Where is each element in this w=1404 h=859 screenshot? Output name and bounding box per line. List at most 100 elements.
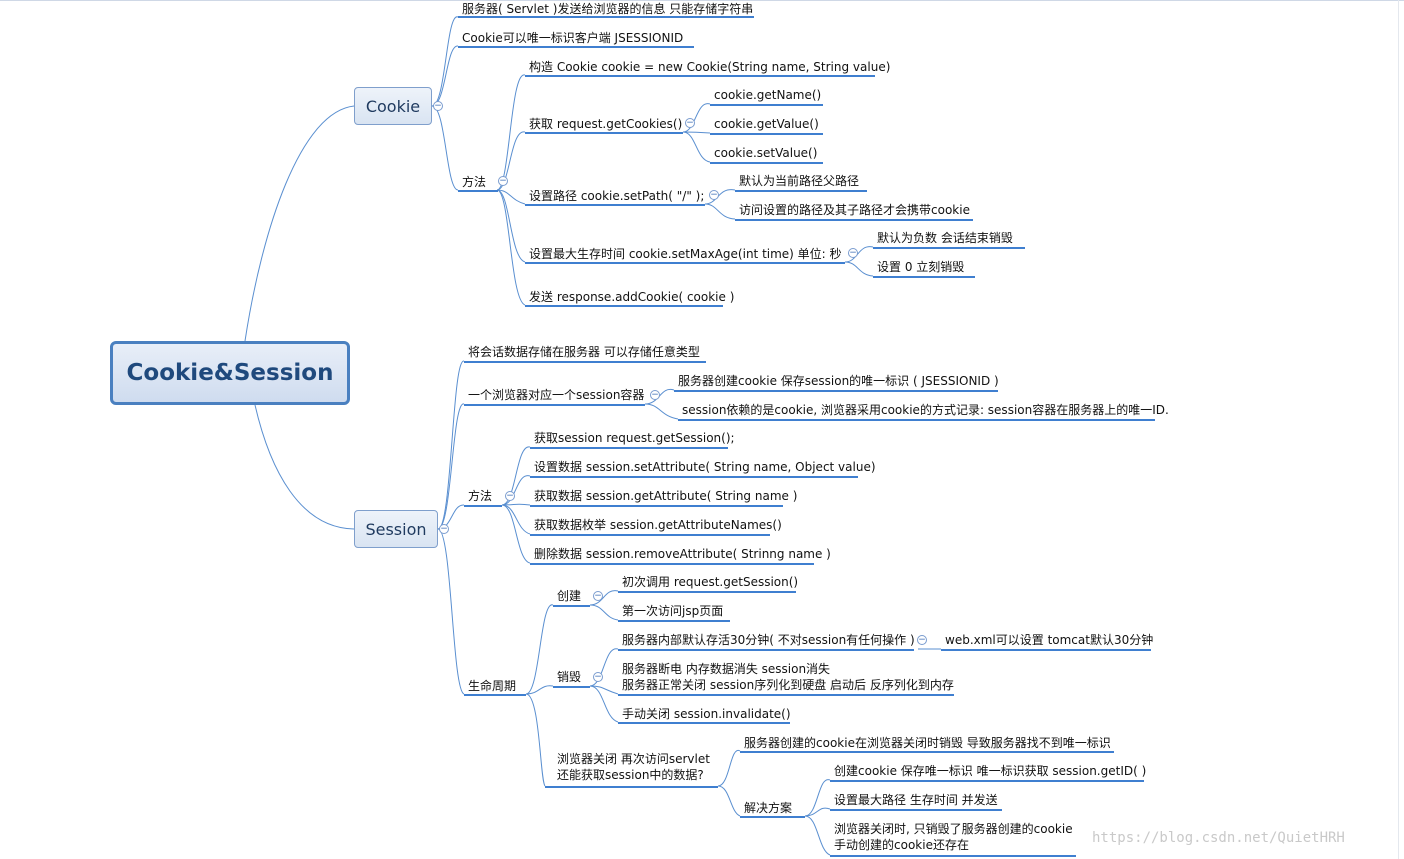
underline <box>618 620 730 622</box>
underline <box>530 447 728 449</box>
session-solution-3a: 浏览器关闭时, 只销毁了服务器创建的cookie <box>834 822 1073 836</box>
connector-cookie-jsessionid <box>431 45 459 107</box>
cookie-get-value: cookie.getValue() <box>714 117 819 131</box>
session-answer: 服务器创建的cookie在浏览器关闭时销毁 导致服务器找不到唯一标识 <box>744 736 1111 750</box>
underline <box>618 722 790 724</box>
connector-methods-send <box>496 189 526 306</box>
session-solution-1: 创建cookie 保存唯一标识 唯一标识获取 session.getID( ) <box>834 764 1147 778</box>
connector-destroy-default <box>589 648 619 687</box>
connector-session-onebrowser <box>437 403 465 530</box>
session-solution-3b: 手动创建的cookie还存在 <box>834 838 969 852</box>
session-webxml: web.xml可以设置 tomcat默认30分钟 <box>945 633 1154 647</box>
session-get-attr-names: 获取数据枚举 session.getAttributeNames() <box>534 518 782 532</box>
connector-lifecycle-create <box>525 604 554 695</box>
connector-methods-get <box>496 131 526 191</box>
cookie-path-default: 默认为当前路径父路径 <box>739 174 860 188</box>
connector-methods-getattr <box>501 503 531 506</box>
cookie-methods-collapse-icon[interactable]: − <box>498 176 508 186</box>
session-create-cookie: 服务器创建cookie 保存session的唯一标识 ( JSESSIONID … <box>678 374 999 388</box>
connector-maxage-neg <box>844 246 874 263</box>
underline <box>735 190 867 192</box>
cookie-maxage-collapse-icon[interactable]: − <box>848 248 858 258</box>
underline <box>458 190 498 192</box>
connector-create-first <box>589 590 619 606</box>
cookie-get-collapse-icon[interactable]: − <box>685 118 695 128</box>
session-methods-collapse-icon[interactable]: − <box>505 491 515 501</box>
underline <box>525 75 875 77</box>
underline <box>525 132 683 134</box>
underline <box>830 780 1144 782</box>
connector-set-value <box>682 131 711 163</box>
cookie-node-label: Cookie <box>365 96 421 116</box>
session-default-collapse-icon[interactable]: − <box>917 635 927 645</box>
connector-destroy-manual <box>589 685 619 723</box>
session-onebrowser-collapse-icon[interactable]: − <box>650 390 660 400</box>
connector-solution-3 <box>804 815 831 856</box>
session-depends-cookie: session依赖的是cookie, 浏览器采用cookie的方式记录: ses… <box>682 403 1169 417</box>
underline <box>873 247 1025 249</box>
connector-path-sub <box>704 203 736 220</box>
connector-methods-maxage <box>496 189 526 263</box>
session-get-attr: 获取数据 session.getAttribute( String name ) <box>534 489 798 503</box>
root-label: Cookie&Session <box>126 360 334 386</box>
session-default-30: 服务器内部默认存活30分钟( 不对session有任何操作 ) <box>622 633 915 647</box>
connector-lifecycle-question <box>525 693 546 787</box>
session-get-session: 获取session request.getSession(); <box>534 431 735 445</box>
connector-session-lifecycle <box>437 528 465 695</box>
connector-root-session <box>254 404 355 530</box>
underline <box>740 751 1114 753</box>
session-question-1: 浏览器关闭 再次访问servlet <box>557 752 710 766</box>
cookie-send: 发送 response.addCookie( cookie ) <box>529 290 735 304</box>
underline <box>525 305 723 307</box>
session-solution-2: 设置最大路径 生存时间 并发送 <box>834 793 998 807</box>
underline <box>530 476 858 478</box>
session-create-collapse-icon[interactable]: − <box>593 591 603 601</box>
underline <box>735 219 973 221</box>
underline <box>464 361 706 363</box>
connector-get-name <box>682 103 711 133</box>
session-first-jsp: 第一次访问jsp页面 <box>622 604 724 618</box>
cookie-setpath-collapse-icon[interactable]: − <box>709 190 719 200</box>
session-methods-label: 方法 <box>468 489 493 503</box>
connector-create-jsp <box>589 604 619 621</box>
session-lifecycle-label: 生命周期 <box>468 679 517 693</box>
session-store-any: 将会话数据存储在服务器 可以存储任意类型 <box>468 345 700 359</box>
cookie-maxage-zero: 设置 0 立刻销毁 <box>877 260 965 274</box>
underline <box>458 46 694 48</box>
underline <box>458 16 754 18</box>
underline <box>678 419 1155 421</box>
underline <box>530 563 814 565</box>
session-node[interactable]: Session <box>354 510 438 548</box>
session-first-call: 初次调用 request.getSession() <box>622 575 799 589</box>
session-one-browser: 一个浏览器对应一个session容器 <box>468 388 645 402</box>
underline <box>710 133 823 135</box>
connector-root-cookie <box>244 105 355 342</box>
connector-solution-2 <box>804 807 831 817</box>
session-question-2: 还能获取session中的数据? <box>557 768 704 782</box>
cookie-construct: 构造 Cookie cookie = new Cookie(String nam… <box>529 60 891 74</box>
connector-session-store <box>437 360 465 530</box>
cookie-node[interactable]: Cookie <box>354 87 432 125</box>
side-rule <box>1398 0 1399 859</box>
underline <box>618 649 914 651</box>
connector-cookie-servlet <box>431 16 459 107</box>
underline <box>740 816 805 818</box>
root-node[interactable]: Cookie&Session <box>110 341 350 405</box>
connector-solution-1 <box>804 779 831 817</box>
cookie-maxage-label: 设置最大生存时间 cookie.setMaxAge(int time) 单位: … <box>529 247 842 261</box>
cookie-maxage-negative: 默认为负数 会话结束销毁 <box>877 231 1013 245</box>
underline <box>525 204 705 206</box>
connector-onebrowser-depends <box>644 403 679 420</box>
underline <box>710 104 823 106</box>
cookie-servlet-sends: 服务器( Servlet )发送给浏览器的信息 只能存储字符串 <box>462 2 754 16</box>
connector-methods-setattr <box>501 475 531 506</box>
cookie-get-label: 获取 request.getCookies() <box>529 117 683 131</box>
connector-methods-getnames <box>501 504 531 535</box>
session-destroy-collapse-icon[interactable]: − <box>593 672 603 682</box>
session-collapse-icon[interactable]: − <box>439 524 449 534</box>
underline <box>674 390 998 392</box>
cookie-collapse-icon[interactable]: − <box>433 101 443 111</box>
session-power-off-1: 服务器断电 内存数据消失 session消失 <box>622 662 831 676</box>
connector-question-answer <box>717 750 741 787</box>
